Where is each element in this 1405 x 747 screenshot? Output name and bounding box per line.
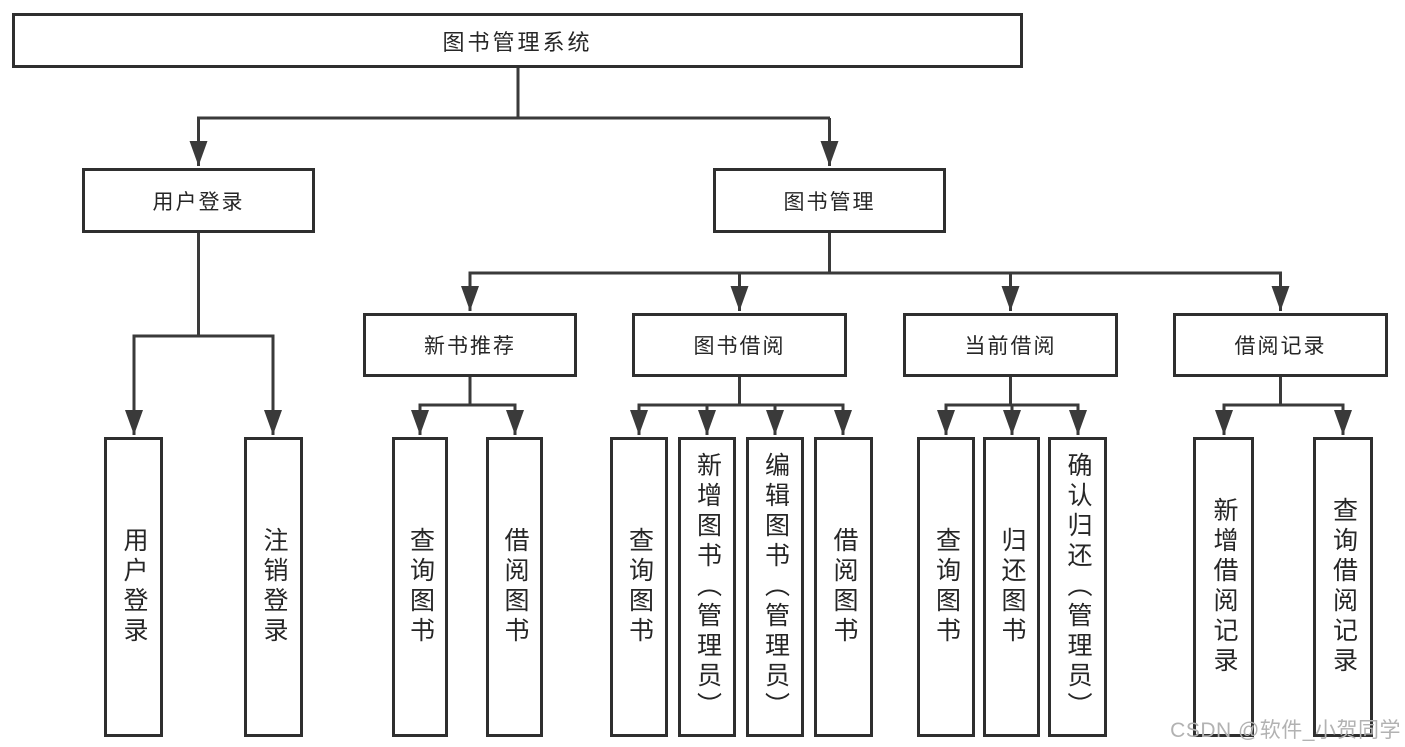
leaf-query-books-3: 查询图书 — [917, 437, 975, 737]
leaf-logout-label: 注销登录 — [260, 527, 288, 647]
leaf-borrow-books-2: 借阅图书 — [814, 437, 873, 737]
root-node-label: 图书管理系统 — [442, 29, 593, 55]
leaf-add-book-admin-label: 新增图书（管理员） — [693, 452, 722, 722]
leaf-user-login: 用户登录 — [104, 437, 163, 737]
leaf-query-books-1: 查询图书 — [392, 437, 448, 737]
borrow-records-label: 借阅记录 — [1234, 335, 1327, 358]
leaf-borrow-books-2-label: 借阅图书 — [830, 527, 858, 647]
node-book-borrow: 图书借阅 — [632, 313, 847, 377]
leaf-return-books-label: 归还图书 — [998, 527, 1026, 647]
leaf-query-books-3-label: 查询图书 — [932, 527, 961, 647]
leaf-add-borrow-record-label: 新增借阅记录 — [1210, 497, 1238, 677]
leaf-confirm-return-admin: 确认归还（管理员） — [1048, 437, 1107, 737]
leaf-edit-book-admin-label: 编辑图书（管理员） — [761, 452, 790, 722]
new-book-recommend-label: 新书推荐 — [424, 335, 516, 358]
node-borrow-records: 借阅记录 — [1173, 313, 1388, 377]
leaf-query-borrow-record: 查询借阅记录 — [1313, 437, 1373, 737]
leaf-confirm-return-admin-label: 确认归还（管理员） — [1064, 452, 1092, 722]
leaf-add-book-admin: 新增图书（管理员） — [678, 437, 736, 737]
node-current-borrow: 当前借阅 — [903, 313, 1118, 377]
leaf-edit-book-admin: 编辑图书（管理员） — [746, 437, 804, 737]
book-management-label: 图书管理 — [783, 190, 876, 214]
leaf-query-borrow-record-label: 查询借阅记录 — [1329, 497, 1358, 677]
leaf-return-books: 归还图书 — [983, 437, 1040, 737]
node-book-management: 图书管理 — [713, 168, 946, 233]
leaf-add-borrow-record: 新增借阅记录 — [1193, 437, 1254, 737]
current-borrow-label: 当前借阅 — [964, 335, 1057, 358]
leaf-query-books-1-label: 查询图书 — [406, 527, 435, 647]
leaf-query-books-2: 查询图书 — [610, 437, 668, 737]
book-borrow-label: 图书借阅 — [693, 335, 786, 358]
leaf-borrow-books-1-label: 借阅图书 — [501, 527, 529, 647]
user-login-label: 用户登录 — [152, 190, 245, 214]
node-user-login: 用户登录 — [82, 168, 315, 233]
leaf-query-books-2-label: 查询图书 — [625, 527, 654, 647]
node-new-book-recommend: 新书推荐 — [363, 313, 577, 377]
leaf-user-login-label: 用户登录 — [120, 527, 148, 647]
leaf-logout: 注销登录 — [244, 437, 303, 737]
node-library-management-system: 图书管理系统 — [12, 13, 1023, 68]
csdn-watermark: CSDN @软件_小贺同学 — [1170, 719, 1401, 742]
leaf-borrow-books-1: 借阅图书 — [486, 437, 543, 737]
